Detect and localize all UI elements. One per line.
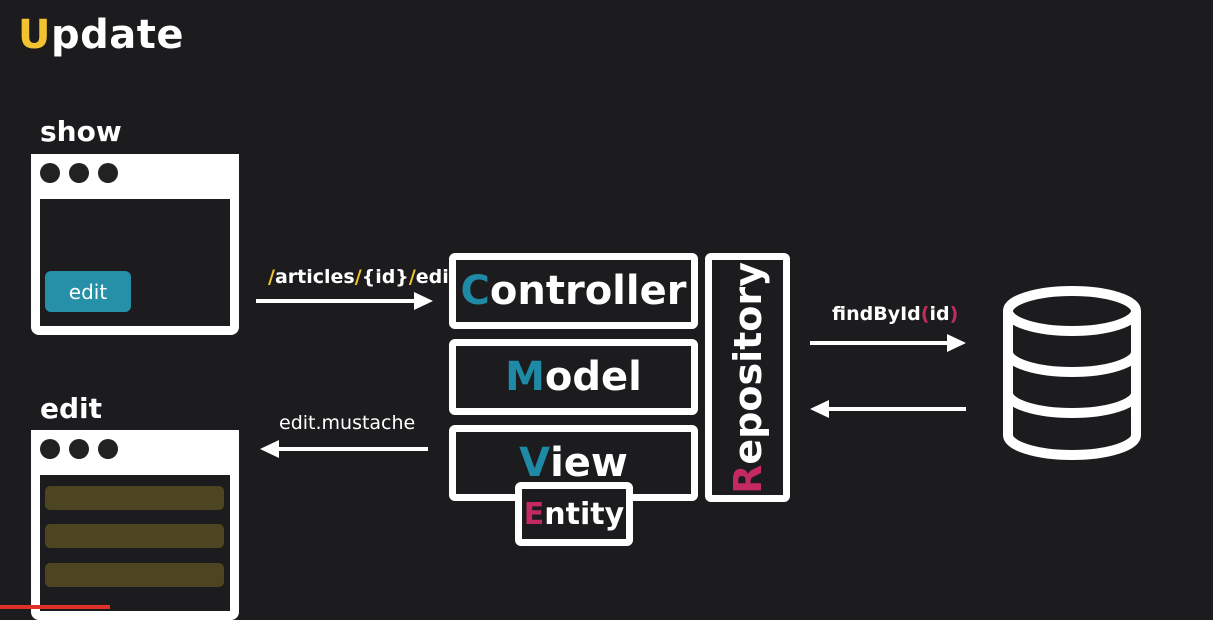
form-field-line xyxy=(45,524,224,548)
url-segment: articles xyxy=(274,266,355,288)
request-url-label: /articles/{id}/edit xyxy=(268,266,458,288)
window-dot-icon xyxy=(69,439,89,459)
result-arrow-head xyxy=(810,400,829,418)
view-rest: iew xyxy=(550,440,628,486)
window-dot-icon xyxy=(98,163,118,183)
show-window-label: show xyxy=(40,115,122,148)
model-rest: odel xyxy=(544,354,642,400)
view-first-letter: V xyxy=(519,440,551,486)
entity-first-letter: E xyxy=(523,496,545,532)
url-segment: edit xyxy=(415,266,458,288)
url-slash: / xyxy=(354,266,362,288)
repository-label: Repository xyxy=(726,262,770,494)
form-field-line xyxy=(45,486,224,510)
find-by-id-label: findById(id) xyxy=(832,303,958,325)
window-dot-icon xyxy=(98,439,118,459)
response-arrow-head xyxy=(260,440,279,458)
edit-window-titlebar xyxy=(31,430,239,475)
model-first-letter: M xyxy=(505,354,545,400)
show-window-titlebar xyxy=(31,154,239,199)
repository-first-letter: R xyxy=(725,464,770,494)
request-arrow-head xyxy=(414,292,433,310)
url-slash: / xyxy=(268,266,275,288)
paren-open: ( xyxy=(920,303,930,325)
edit-window-label: edit xyxy=(40,392,103,425)
form-field-line xyxy=(45,563,224,587)
method-arg: id xyxy=(929,303,950,325)
title-first-letter: U xyxy=(18,12,51,58)
edit-button[interactable]: edit xyxy=(45,271,131,312)
repository-box: Repository xyxy=(705,253,790,502)
slide-title: Update xyxy=(18,12,184,58)
controller-rest: ontroller xyxy=(489,268,687,314)
controller-first-letter: C xyxy=(460,268,490,314)
window-dot-icon xyxy=(40,439,60,459)
entity-rest: ntity xyxy=(544,496,625,532)
url-segment: {id} xyxy=(361,266,409,288)
method-name: findById xyxy=(832,303,921,325)
repository-rest: epository xyxy=(725,261,770,465)
window-dot-icon xyxy=(40,163,60,183)
progress-bar-segment xyxy=(0,605,110,609)
paren-close: ) xyxy=(949,303,959,325)
window-dot-icon xyxy=(69,163,89,183)
title-rest: pdate xyxy=(50,12,184,58)
url-slash: / xyxy=(408,266,416,288)
database-icon xyxy=(1003,286,1141,460)
response-template-label: edit.mustache xyxy=(279,412,416,434)
query-arrow-head xyxy=(947,334,966,352)
